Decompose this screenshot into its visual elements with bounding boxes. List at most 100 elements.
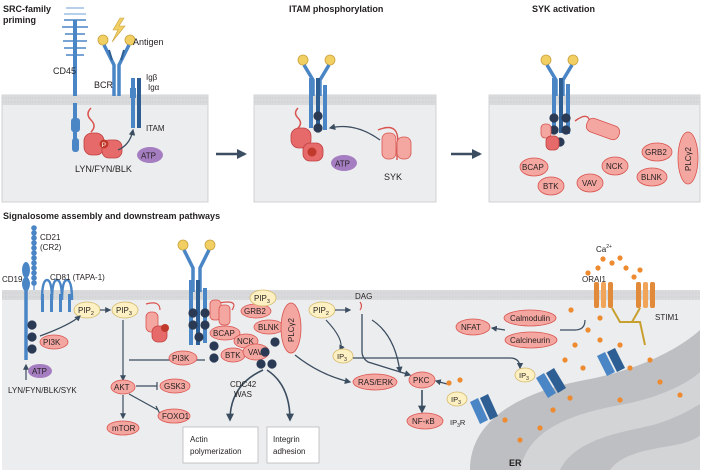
calcium-ions xyxy=(502,255,683,443)
ig-alpha-label: Igα xyxy=(148,83,160,92)
title-src-priming-2: priming xyxy=(3,15,36,25)
svg-text:PIP3: PIP3 xyxy=(116,306,132,317)
plcg2-oval: PLCγ2 xyxy=(280,302,302,354)
cd21-receptor xyxy=(31,225,37,290)
grb2-oval: GRB2 xyxy=(641,142,673,162)
ip3r-label: IP3R xyxy=(450,418,466,429)
svg-text:ATP: ATP xyxy=(32,367,47,376)
lightning-icon xyxy=(111,17,126,43)
cd19-receptor xyxy=(22,262,37,360)
svg-text:BCAP: BCAP xyxy=(522,163,544,172)
cd45-label: CD45 xyxy=(53,66,76,76)
syk-label: SYK xyxy=(384,172,402,182)
pi3k-oval-center: PI3K xyxy=(168,350,198,366)
ras-erk-oval: RAS/ERK xyxy=(352,373,398,391)
btk-oval: BTK xyxy=(537,176,565,196)
nfkb-oval: NF-κB xyxy=(406,412,444,430)
svg-text:BTK: BTK xyxy=(543,182,559,191)
svg-text:PI3K: PI3K xyxy=(172,354,190,363)
cdc42-label: CDC42 xyxy=(230,380,257,389)
svg-text:adhesion: adhesion xyxy=(273,447,305,456)
title-src-priming-1: SRC-family xyxy=(3,4,51,14)
pip2-right: PIP2 xyxy=(308,301,336,319)
cd21-label: CD21 xyxy=(40,233,61,242)
mtor-oval: mTOR xyxy=(106,420,140,436)
was-label: WAS xyxy=(234,390,252,399)
stim1-channel xyxy=(611,282,655,346)
svg-text:IP3: IP3 xyxy=(519,371,529,382)
panel-syk-activation: BCAP NCK GRB2 BTK VAV BLNK PLCγ2 xyxy=(488,54,701,203)
svg-text:GSK3: GSK3 xyxy=(164,382,186,391)
svg-text:RAS/ERK: RAS/ERK xyxy=(358,378,394,387)
svg-text:VAV: VAV xyxy=(248,348,263,357)
title-itam-phosphorylation: ITAM phosphorylation xyxy=(289,4,383,14)
title-signalosome: Signalosome assembly and downstream path… xyxy=(3,211,220,221)
svg-text:FOXO1: FOXO1 xyxy=(162,412,190,421)
svg-text:BLNK: BLNK xyxy=(641,173,663,182)
svg-text:PLCγ2: PLCγ2 xyxy=(684,146,693,171)
panel-src-priming: CD45 Antigen BCR Igβ Igα ITAM P LYN/FYN xyxy=(1,7,209,203)
svg-text:PKC: PKC xyxy=(413,376,430,385)
antigen-label: Antigen xyxy=(133,37,164,47)
svg-text:VAV: VAV xyxy=(582,179,597,188)
ip3-oval-3: IP3 xyxy=(514,367,536,383)
svg-text:Calcineurin: Calcineurin xyxy=(510,336,550,345)
panel-itam-phosphorylation: ATP SYK xyxy=(253,54,437,203)
ip3-oval-1: IP3 xyxy=(332,348,354,364)
svg-text:NFAT: NFAT xyxy=(461,323,481,332)
itam-label: ITAM xyxy=(146,124,165,133)
bcr-receptor xyxy=(177,239,216,345)
calcium-label: Ca2+ xyxy=(596,244,612,254)
svg-text:Integrin: Integrin xyxy=(273,435,300,444)
blnk-oval: BLNK xyxy=(253,319,285,335)
bcr-receptor xyxy=(540,54,579,147)
syk-kinase xyxy=(377,126,412,160)
svg-text:PIP3: PIP3 xyxy=(254,294,270,305)
bcr-receptor xyxy=(97,34,141,128)
svg-text:NF-κB: NF-κB xyxy=(412,417,435,426)
syk-kinase-active xyxy=(540,115,621,151)
atp-molecule: ATP xyxy=(28,364,52,378)
vav-oval: VAV xyxy=(576,173,604,193)
svg-text:ATP: ATP xyxy=(335,160,350,169)
lyn-kinase: P xyxy=(83,107,123,159)
cd45-receptor xyxy=(62,7,88,152)
akt-oval: AKT xyxy=(110,379,136,395)
actin-polymerization-box: Actin polymerization xyxy=(182,426,259,464)
atp-molecule: ATP xyxy=(331,155,357,171)
svg-text:polymerization: polymerization xyxy=(190,447,242,456)
calmodulin-oval: Calmodulin xyxy=(503,309,557,327)
cd81-receptor xyxy=(40,278,74,312)
ip3-receptor-channel xyxy=(597,348,625,376)
title-syk-activation: SYK activation xyxy=(532,4,595,14)
svg-text:GRB2: GRB2 xyxy=(244,307,266,316)
cd19-label: CD19 xyxy=(2,275,23,284)
bcap-oval: BCAP xyxy=(209,325,241,341)
svg-text:PIP2: PIP2 xyxy=(313,306,329,317)
bcap-oval: BCAP xyxy=(519,157,549,177)
ig-beta-label: Igβ xyxy=(146,73,158,82)
svg-text:BTK: BTK xyxy=(225,351,241,360)
svg-text:IP3: IP3 xyxy=(337,352,347,363)
pkc-oval: PKC xyxy=(408,371,436,389)
nfat-oval: NFAT xyxy=(455,318,491,336)
kinases-label: LYN/FYN/BLK/SYK xyxy=(8,386,77,395)
svg-text:GRB2: GRB2 xyxy=(645,148,667,157)
stim1-label: STIM1 xyxy=(655,313,679,322)
orai1-channel xyxy=(594,282,613,308)
svg-text:BLNK: BLNK xyxy=(258,323,280,332)
btk-oval: BTK xyxy=(220,347,246,363)
lyn-kinase xyxy=(290,107,324,162)
signalosome-cluster: GRB2 BCAP NCK BLNK BTK VAV xyxy=(209,299,302,369)
integrin-adhesion-box: Integrin adhesion xyxy=(266,426,320,464)
pip2-left: PIP2 xyxy=(73,301,101,319)
svg-text:PLCγ2: PLCγ2 xyxy=(287,317,296,342)
pi3k-oval: PI3K xyxy=(39,334,69,350)
svg-text:NCK: NCK xyxy=(237,337,255,346)
plcg2-oval: PLCγ2 xyxy=(677,131,699,185)
svg-text:AKT: AKT xyxy=(114,383,130,392)
ip3-receptor-channel xyxy=(536,368,566,398)
pip3-left: PIP3 xyxy=(111,301,139,319)
svg-text:Calmodulin: Calmodulin xyxy=(510,314,550,323)
gsk3-oval: GSK3 xyxy=(159,378,191,394)
